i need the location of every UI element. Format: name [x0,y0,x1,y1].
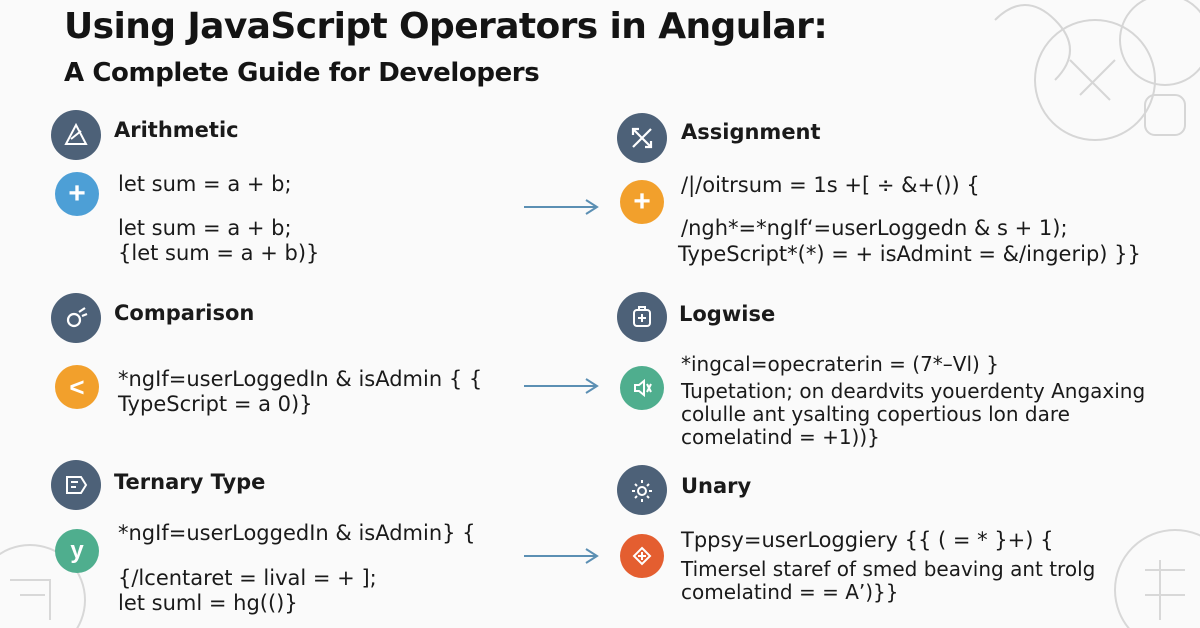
diamond-icon [620,534,664,578]
decorative-lineart-bottom-right [1114,529,1200,628]
code-line: Timersel staref of smed beaving ant trol… [681,557,1096,581]
code-line: {let sum = a + b)} [118,241,320,265]
crossed-arrows-icon [617,113,667,163]
section-heading-comparison: Comparison [114,301,255,325]
page-subtitle: A Complete Guide for Developers [64,58,540,88]
code-line: *ngIf=userLoggedIn & isAdmin { { [118,367,483,391]
code-line: comelatind = +1))} [681,425,880,449]
section-heading-ternary-type: Ternary Type [114,470,266,494]
code-line: let suml = hg(()} [118,591,298,615]
section-heading-logwise: Logwise [679,302,776,326]
code-line: Tupetation; on deardvits youerdenty Anga… [681,379,1146,403]
mute-icon [620,366,664,410]
code-line: *ingcal=opecraterin = (7*–Vl) } [681,352,999,376]
ring-icon [51,293,101,343]
decorative-lineart-bottom-left [0,544,86,628]
triangle-icon [51,110,101,160]
code-line: Tppsy=userLoggiery {{ ( = * }+) { [681,528,1054,552]
y-icon: y [55,529,99,573]
code-line: *ngIf=userLoggedIn & isAdmin} { [118,521,476,545]
code-line: {/lcentaret = lival = + ]; [118,566,377,590]
puzzle-icon [617,292,667,342]
section-heading-assignment: Assignment [681,120,821,144]
code-line: comelatind = = A’)}} [681,580,899,604]
code-line: /ngh*=*ngIf‘=userLoggedn & s + 1); [681,216,1068,240]
plus-icon: + [620,180,664,224]
code-line: colulle ant ysalting copertious lon dare [681,402,1070,426]
code-line: TypeScript = a 0)} [118,392,313,416]
tag-icon [51,460,101,510]
code-line: /|/oitrsum = 1s +[ ÷ &+()) { [681,173,980,197]
code-line: TypeScript*(*) = + isAdmint = &/ingerip)… [678,242,1141,266]
code-line: let sum = a + b; [118,172,292,196]
plus-icon: + [55,172,99,216]
gear-icon [617,465,667,515]
page-title: Using JavaScript Operators in Angular: [64,6,828,47]
code-line: let sum = a + b; [118,216,292,240]
arrow-icon [524,199,599,215]
arrow-icon [524,548,599,564]
section-heading-unary: Unary [681,474,752,498]
section-heading-arithmetic: Arithmetic [114,118,239,142]
less-than-icon: < [55,365,99,409]
arrow-icon [524,378,599,394]
decorative-lineart-top-right [994,0,1200,141]
